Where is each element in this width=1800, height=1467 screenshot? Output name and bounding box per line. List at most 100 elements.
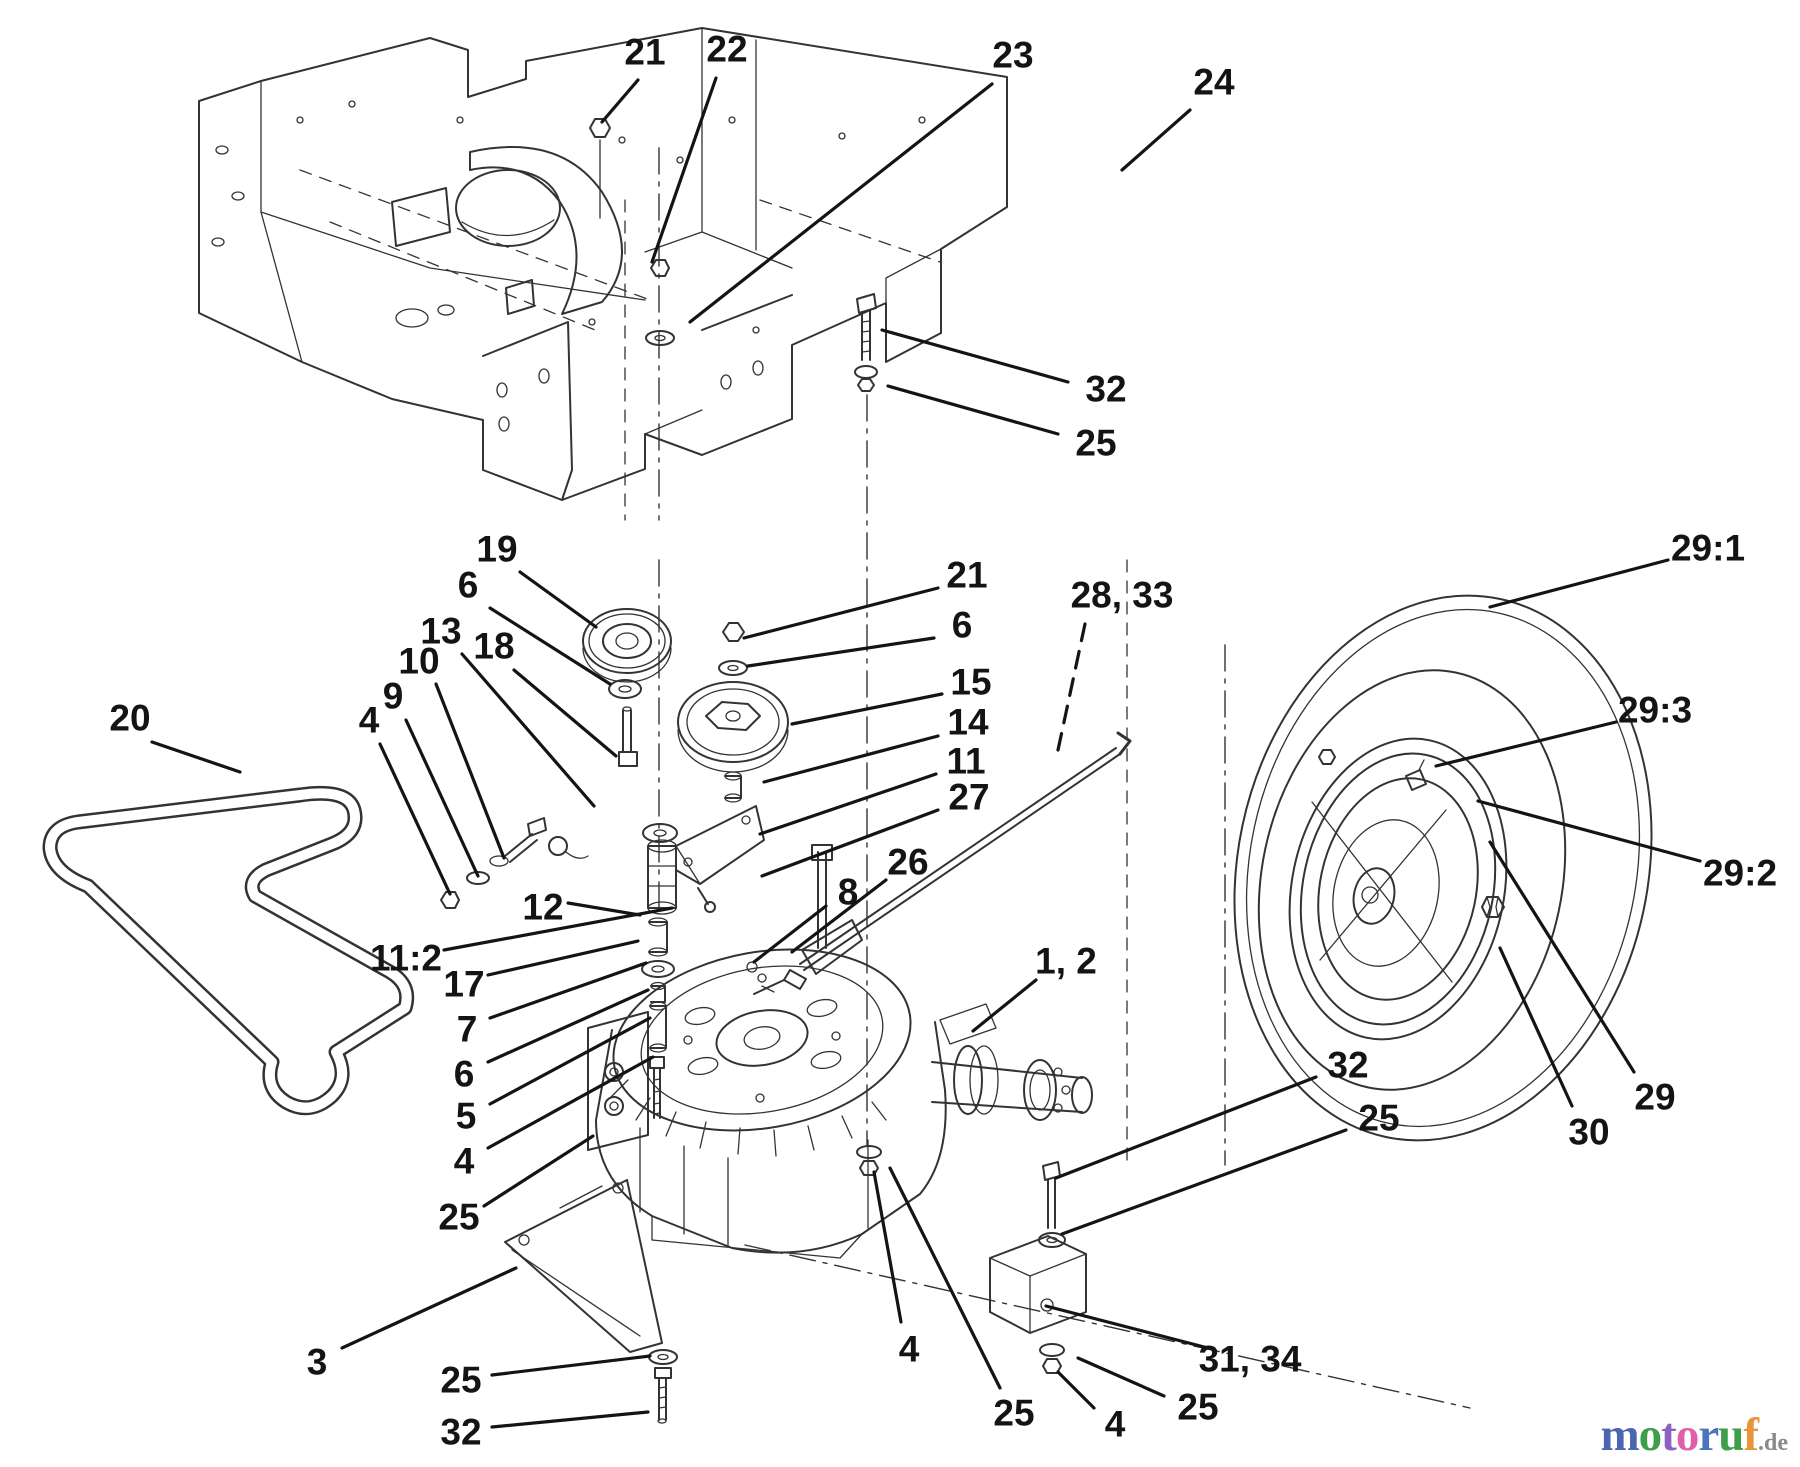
watermark-letter: m <box>1600 1409 1640 1461</box>
callout-label: 4 <box>899 1329 920 1370</box>
callout-label: 10 <box>398 641 439 682</box>
leader-line <box>971 978 1038 1033</box>
callout-label: 17 <box>443 964 484 1005</box>
callout-11: 11 <box>758 741 986 836</box>
callout-3: 3 <box>307 1266 518 1383</box>
frame-fasteners <box>589 118 878 392</box>
callout-label: 29:3 <box>1618 690 1692 731</box>
motoruf-watermark-word: motoruf <box>1600 1409 1759 1461</box>
leader-line <box>762 734 940 784</box>
callout-6: 6 <box>454 988 650 1095</box>
motoruf-watermark: motoruf.de <box>1601 1412 1788 1459</box>
leader-line <box>758 772 938 836</box>
callout-label: 6 <box>454 1054 475 1095</box>
leader-line <box>650 76 718 264</box>
callout-29:1: 29:1 <box>1488 528 1745 609</box>
callout-17: 17 <box>443 939 640 1005</box>
watermark-letter: r <box>1698 1409 1719 1461</box>
leader-line <box>790 692 944 726</box>
leader-line <box>1044 1304 1210 1350</box>
leader-line <box>488 606 612 686</box>
leader-line <box>1054 1075 1318 1180</box>
chassis-frame <box>198 27 1008 521</box>
leader-line <box>1120 108 1192 172</box>
callout-32: 32 <box>1054 1045 1369 1180</box>
callout-22: 22 <box>650 29 748 264</box>
leader-line <box>486 988 650 1064</box>
callout-label: 32 <box>1085 369 1126 410</box>
leader-line <box>488 1016 652 1106</box>
leader-line <box>1076 1356 1166 1398</box>
callout-8: 8 <box>752 872 858 964</box>
callout-label: 29 <box>1634 1077 1675 1118</box>
callout-25: 25 <box>1076 1356 1219 1428</box>
axle-guard <box>989 1235 1087 1334</box>
callout-label: 12 <box>522 887 563 928</box>
input-pulley <box>677 622 789 803</box>
leader-line <box>1060 1128 1348 1236</box>
callout-29:2: 29:2 <box>1476 799 1777 894</box>
callout-label: 6 <box>952 605 973 646</box>
callout-4: 4 <box>359 700 452 896</box>
callout-label: 25 <box>1358 1098 1399 1139</box>
callout-label: 19 <box>476 529 517 570</box>
callout-29:3: 29:3 <box>1434 690 1692 768</box>
brake-rod <box>746 731 1132 995</box>
callout-3134: 31, 34 <box>1044 1304 1302 1380</box>
spacer-stack <box>641 917 675 1119</box>
leader-line <box>1488 840 1636 1074</box>
callout-label: 31, 34 <box>1199 1339 1302 1380</box>
centerlines <box>658 147 1471 1409</box>
callout-label: 9 <box>383 676 404 717</box>
callout-label: 13 <box>420 611 461 652</box>
leader-line <box>490 1354 652 1377</box>
callout-13: 13 <box>420 611 596 808</box>
callout-label: 15 <box>950 662 991 703</box>
callout-label: 11 <box>946 741 985 782</box>
callout-6: 6 <box>746 605 973 668</box>
callout-label: 24 <box>1193 62 1235 103</box>
leader-line <box>490 1410 650 1429</box>
callout-label: 20 <box>109 698 150 739</box>
callout-32: 32 <box>440 1410 650 1453</box>
idler-pulley <box>582 608 672 767</box>
callout-9: 9 <box>383 676 480 878</box>
callout-25: 25 <box>440 1354 652 1401</box>
callout-label: 4 <box>1105 1404 1126 1445</box>
callout-label: 32 <box>440 1412 481 1453</box>
watermark-letter: o <box>1675 1409 1699 1461</box>
leader-line <box>1056 1370 1096 1410</box>
rear-wheel <box>1233 594 1653 1142</box>
callout-24: 24 <box>1120 62 1235 172</box>
callout-label: 28, 33 <box>1071 575 1174 616</box>
callout-26: 26 <box>790 842 929 954</box>
leader-line <box>404 718 480 878</box>
leader-line <box>1056 622 1087 752</box>
callout-15: 15 <box>790 662 992 726</box>
leader-line <box>486 1055 655 1150</box>
callout-label: 23 <box>992 35 1033 76</box>
callout-23: 23 <box>688 35 1034 324</box>
callout-4: 4 <box>872 1170 920 1370</box>
callout-25: 25 <box>886 384 1117 464</box>
callout-25: 25 <box>888 1166 1035 1434</box>
callout-label: 11:2 <box>370 938 442 979</box>
callout-12: 12 <box>522 887 642 928</box>
callout-label: 21 <box>946 555 987 596</box>
callout-5: 5 <box>456 1016 652 1137</box>
callout-label: 25 <box>438 1197 479 1238</box>
leader-line <box>760 808 940 878</box>
watermark-letter: u <box>1718 1409 1744 1461</box>
callout-label: 29:1 <box>1671 528 1745 569</box>
callout-10: 10 <box>398 641 506 860</box>
callout-label: 1, 2 <box>1035 941 1097 982</box>
drive-belt <box>42 785 415 1116</box>
leader-line <box>688 82 994 324</box>
leader-line <box>512 668 618 758</box>
leader-line <box>482 1134 595 1208</box>
leader-line <box>486 939 640 977</box>
callout-label: 25 <box>1177 1387 1218 1428</box>
callout-label: 29:2 <box>1703 853 1777 894</box>
